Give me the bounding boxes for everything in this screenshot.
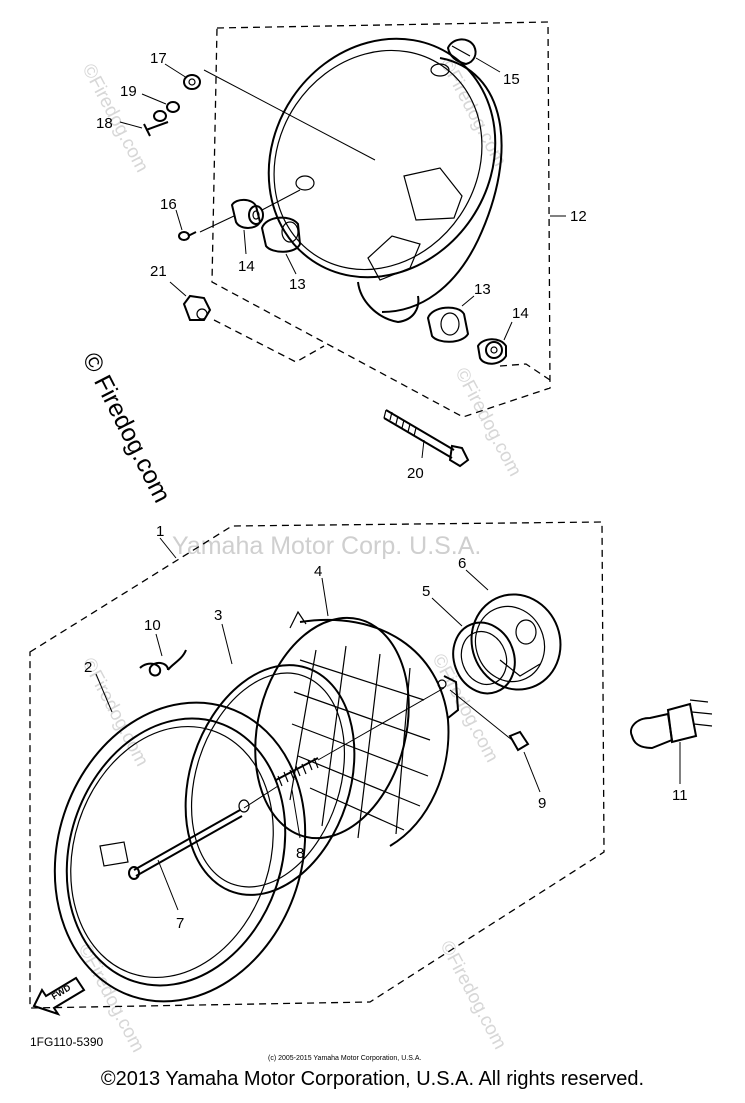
part-label-19: 19 <box>120 83 137 100</box>
part-label-10: 10 <box>144 617 161 634</box>
bulb-11 <box>630 699 713 784</box>
diagram-code: 1FG110-5390 <box>30 1035 103 1049</box>
small-copyright: (c) 2005-2015 Yamaha Motor Corporation, … <box>268 1055 421 1062</box>
part-label-13-left: 13 <box>289 276 306 293</box>
group-boundary-12 <box>211 21 551 418</box>
part-label-21: 21 <box>150 263 167 280</box>
watermark-firedog: ©Firedog.com <box>451 364 526 479</box>
collar-14-right <box>476 321 551 381</box>
watermark-firedog: ©Firedog.com <box>78 60 153 175</box>
part-label-5: 5 <box>422 583 430 600</box>
part-label-6: 6 <box>458 555 466 572</box>
part-label-20: 20 <box>407 465 424 482</box>
watermark-yamaha: Yamaha Motor Corp. U.S.A. <box>172 532 481 560</box>
reflector-4 <box>254 577 460 847</box>
clip-9 <box>449 689 541 793</box>
group-boundary-1 <box>29 521 605 1009</box>
part-label-7: 7 <box>176 915 184 932</box>
part-label-8: 8 <box>296 845 304 862</box>
part-label-17: 17 <box>150 50 167 67</box>
part-label-11: 11 <box>672 787 688 804</box>
socket-6 <box>465 569 562 691</box>
headlight-shell-12 <box>267 37 503 324</box>
part-label-15: 15 <box>503 71 520 88</box>
washer-19 <box>141 93 180 113</box>
screw-18 <box>119 110 169 137</box>
bolt-20 <box>383 409 470 468</box>
part-label-16: 16 <box>160 196 177 213</box>
collar-14-left <box>230 189 301 255</box>
part-labels: 17 19 18 15 12 16 14 13 21 13 14 20 1 4 … <box>84 50 688 932</box>
grommet-15 <box>446 38 501 73</box>
lower-assembly: FWD <box>29 521 713 1016</box>
watermark-firedog: ©Firedog.com <box>428 650 503 765</box>
spring-10 <box>139 633 187 677</box>
mounting-ring-3 <box>184 623 356 896</box>
adjusting-spring-8 <box>243 687 445 839</box>
washer-17 <box>164 63 201 90</box>
watermark-firedog-dark: © Firedog.com <box>77 348 177 507</box>
footer-copyright: ©2013 Yamaha Motor Corporation, U.S.A. A… <box>100 1068 645 1090</box>
damper-13-left <box>260 216 302 275</box>
part-label-4: 4 <box>314 563 322 580</box>
watermark-firedog: ©Firedog.com <box>436 937 511 1052</box>
part-label-2: 2 <box>84 659 92 676</box>
fwd-arrow: FWD <box>32 976 86 1016</box>
part-label-1: 1 <box>156 523 164 540</box>
bulb-cover-5 <box>431 597 516 695</box>
part-label-14-right: 14 <box>512 305 529 322</box>
part-label-13-right: 13 <box>474 281 491 298</box>
upper-assembly <box>119 21 551 468</box>
part-label-9: 9 <box>538 795 546 812</box>
adjusting-screw-7 <box>128 809 243 911</box>
part-label-12: 12 <box>570 208 587 225</box>
part-label-14-left: 14 <box>238 258 255 275</box>
part-label-3: 3 <box>214 607 222 624</box>
damper-13-right <box>426 295 475 343</box>
screw-16 <box>175 209 235 241</box>
part-label-18: 18 <box>96 115 113 132</box>
nut-21 <box>169 281 325 363</box>
